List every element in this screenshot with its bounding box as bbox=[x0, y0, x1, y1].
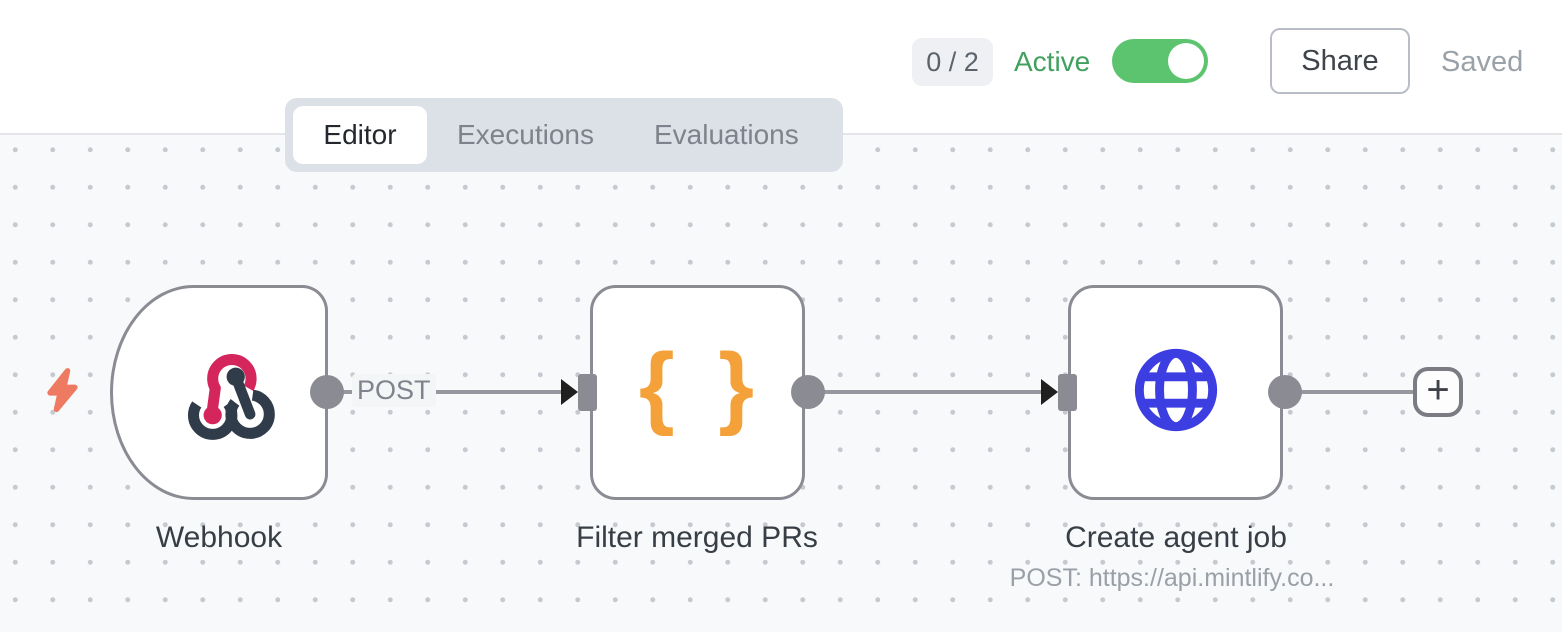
node-create-agent-job[interactable] bbox=[1068, 285, 1283, 500]
view-tabs: Editor Executions Evaluations bbox=[285, 98, 843, 172]
http-input-port[interactable] bbox=[1058, 374, 1077, 411]
add-node-button[interactable]: + bbox=[1413, 367, 1463, 417]
code-braces-icon: { } bbox=[638, 335, 757, 437]
webhook-output-port[interactable] bbox=[310, 375, 344, 409]
globe-icon bbox=[1129, 343, 1223, 442]
execution-counter-badge: 0 / 2 bbox=[912, 38, 993, 86]
toggle-knob bbox=[1168, 43, 1204, 79]
tab-executions[interactable]: Executions bbox=[457, 119, 594, 150]
active-toggle[interactable] bbox=[1112, 39, 1208, 83]
tab-editor[interactable]: Editor bbox=[293, 106, 427, 164]
connection-arrow-icon bbox=[1041, 379, 1058, 405]
connection-arrow-icon bbox=[561, 379, 578, 405]
webhook-icon bbox=[181, 347, 277, 448]
node-sublabel-endpoint: POST: https://api.mintlify.co... bbox=[1009, 564, 1335, 592]
tab-evaluations[interactable]: Evaluations bbox=[653, 119, 799, 150]
trigger-lightning-icon bbox=[40, 366, 84, 421]
active-label: Active bbox=[1014, 46, 1091, 77]
filter-input-port[interactable] bbox=[578, 374, 597, 411]
connection-method-label: POST bbox=[352, 374, 436, 407]
http-output-port[interactable] bbox=[1268, 375, 1302, 409]
connection-webhook-to-filter[interactable] bbox=[340, 390, 566, 394]
node-label-filter: Filter merged PRs bbox=[576, 521, 818, 554]
node-filter-merged-prs[interactable]: { } bbox=[590, 285, 805, 500]
share-button[interactable]: Share bbox=[1270, 28, 1410, 94]
node-webhook[interactable] bbox=[110, 285, 328, 500]
node-label-webhook: Webhook bbox=[155, 521, 283, 554]
connection-to-add-node bbox=[1298, 390, 1414, 394]
connection-filter-to-http[interactable] bbox=[820, 390, 1046, 394]
filter-output-port[interactable] bbox=[791, 375, 825, 409]
node-label-create-agent-job: Create agent job bbox=[1065, 521, 1287, 554]
saved-status: Saved bbox=[1441, 46, 1524, 78]
